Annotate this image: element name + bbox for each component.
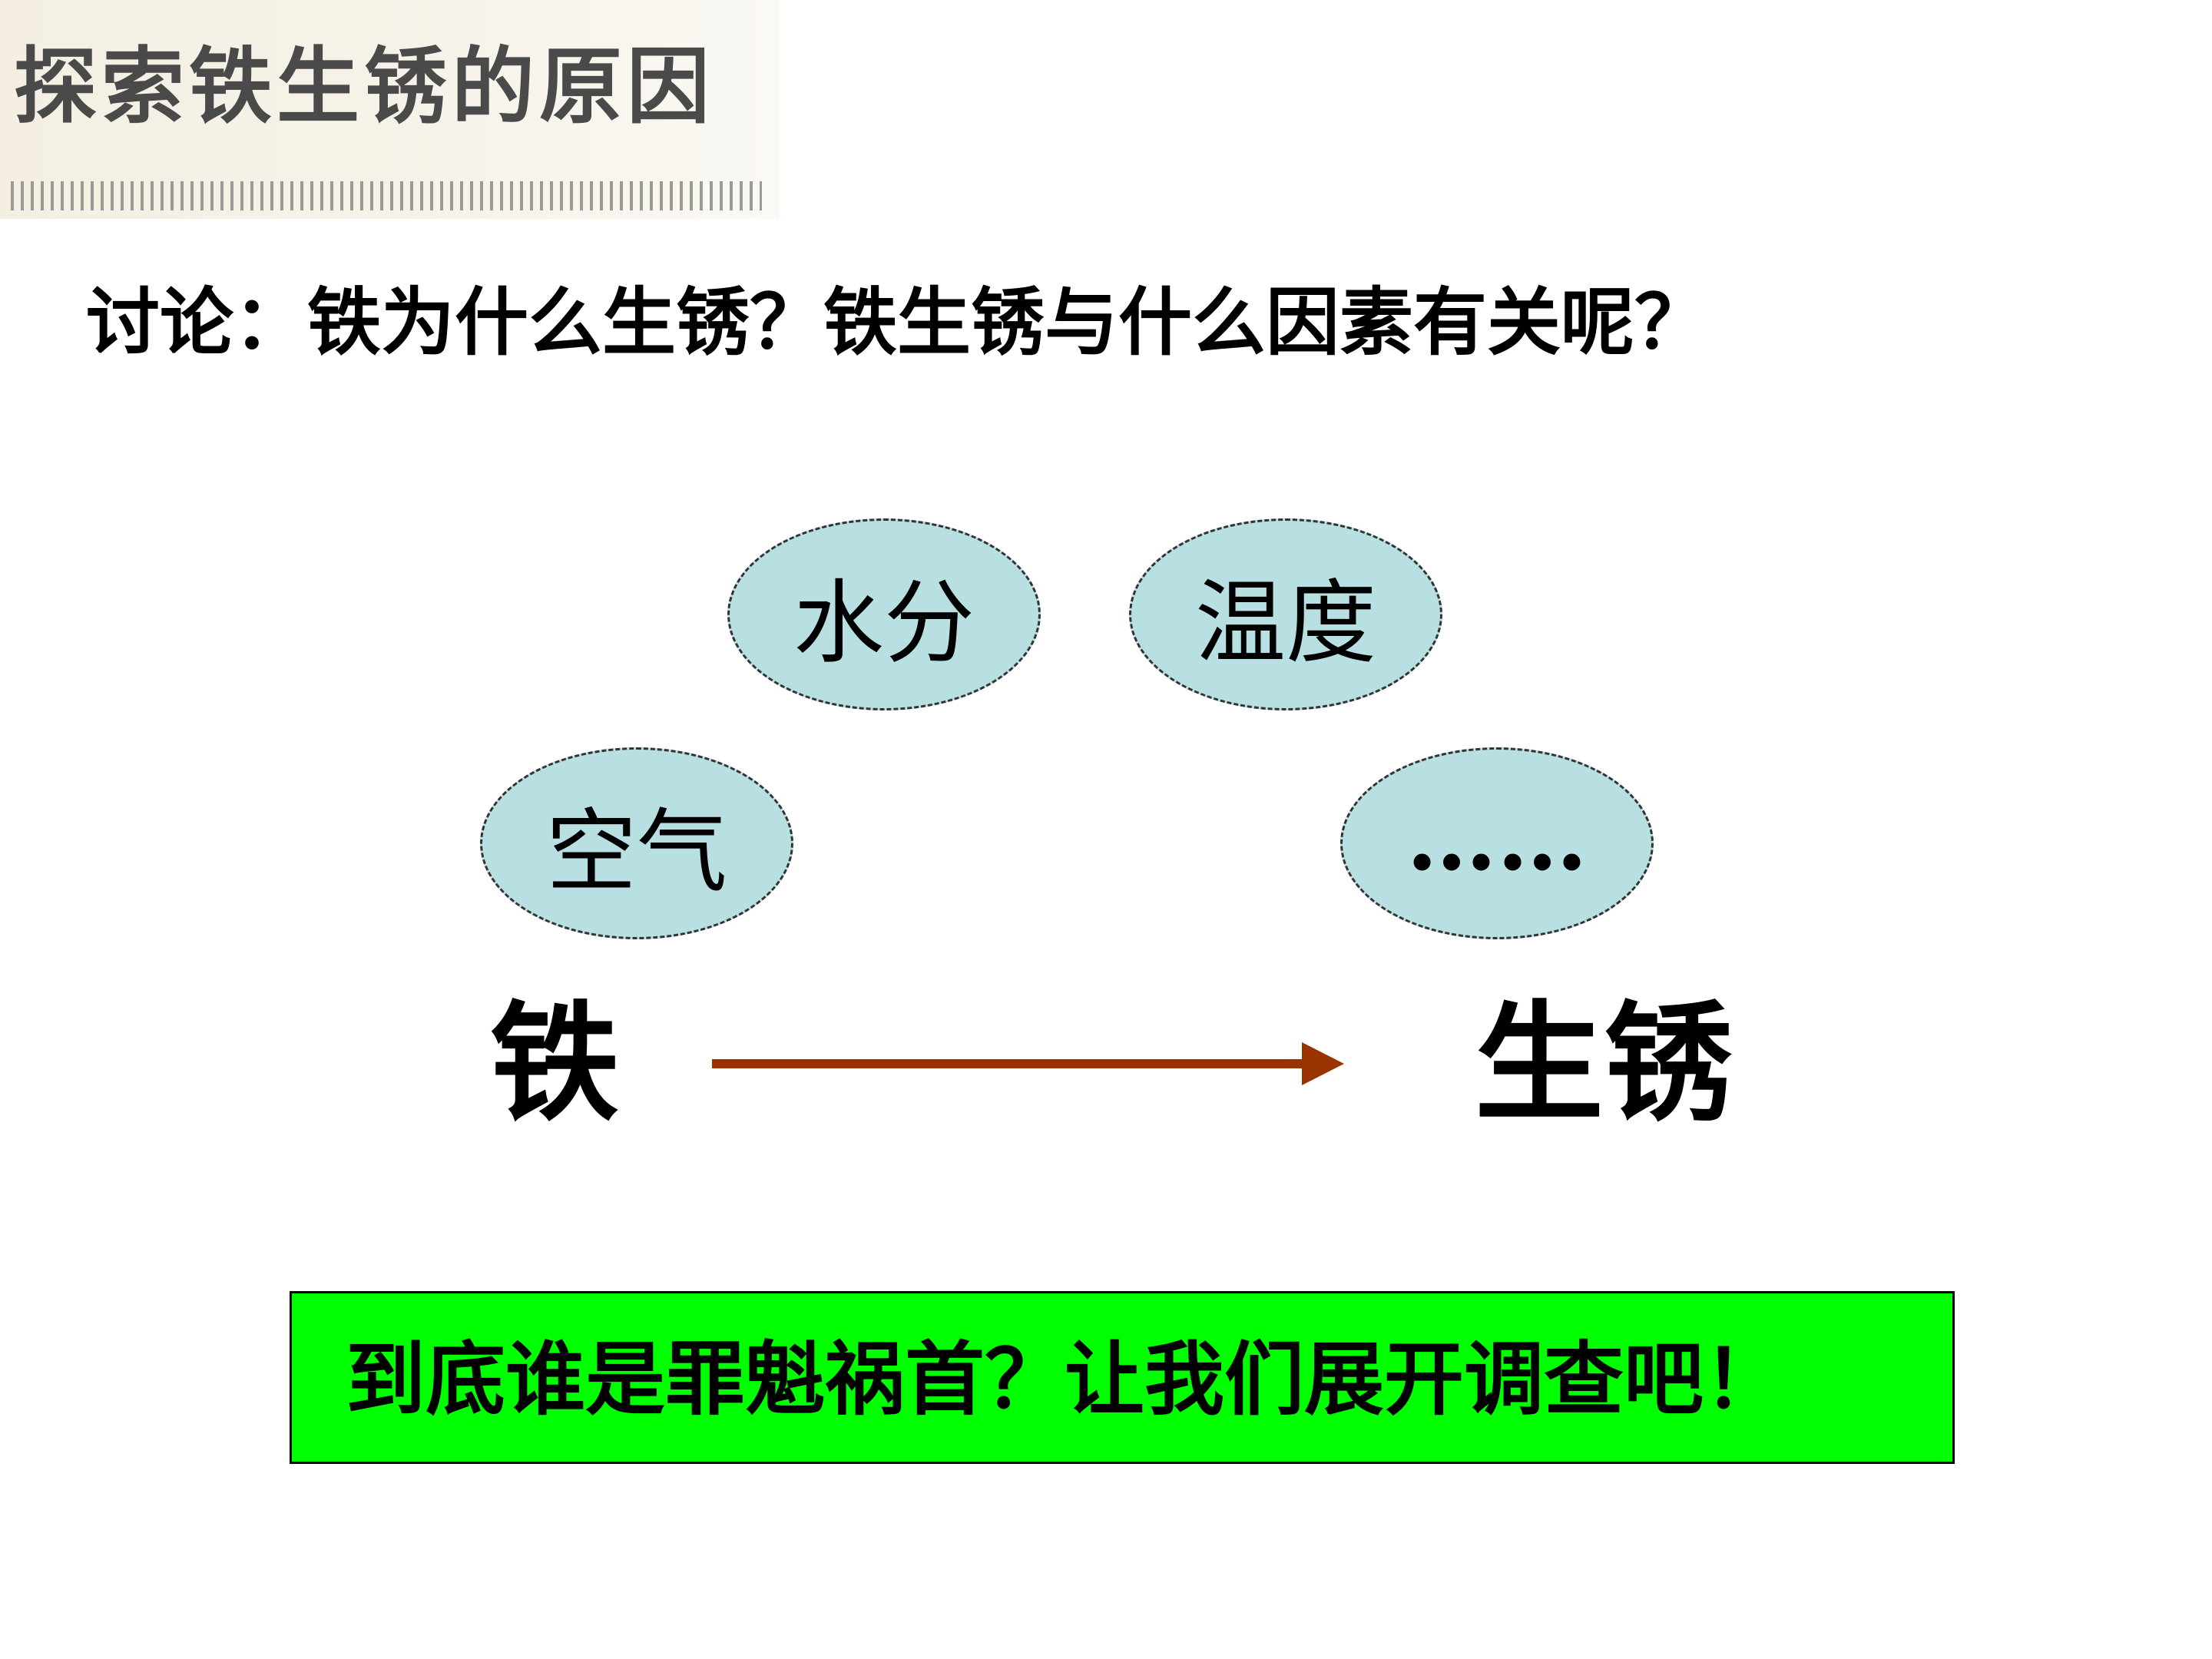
factor-bubble-water: 水分 — [727, 518, 1041, 710]
callout-text: 到底谁是罪魁祸首？让我们展开调查吧！ — [346, 1332, 1784, 1426]
reaction-arrow — [712, 1042, 1344, 1085]
reactant-iron: 铁 — [490, 987, 619, 1139]
factor-bubble-air: 空气 — [480, 747, 793, 939]
slide-title: 探索铁生锈的原因 — [14, 39, 715, 135]
arrow-head — [1302, 1042, 1344, 1085]
factor-bubble-more: …… — [1340, 747, 1654, 939]
title-decoration-stripes — [11, 181, 762, 210]
discussion-question: 讨论：铁为什么生锈？铁生锈与什么因素有关呢？ — [86, 279, 1708, 366]
product-rust: 生锈 — [1475, 987, 1733, 1139]
title-banner: 探索铁生锈的原因 — [0, 0, 780, 219]
factor-bubble-temperature: 温度 — [1129, 518, 1442, 710]
callout-box: 到底谁是罪魁祸首？让我们展开调查吧！ — [290, 1291, 1955, 1464]
